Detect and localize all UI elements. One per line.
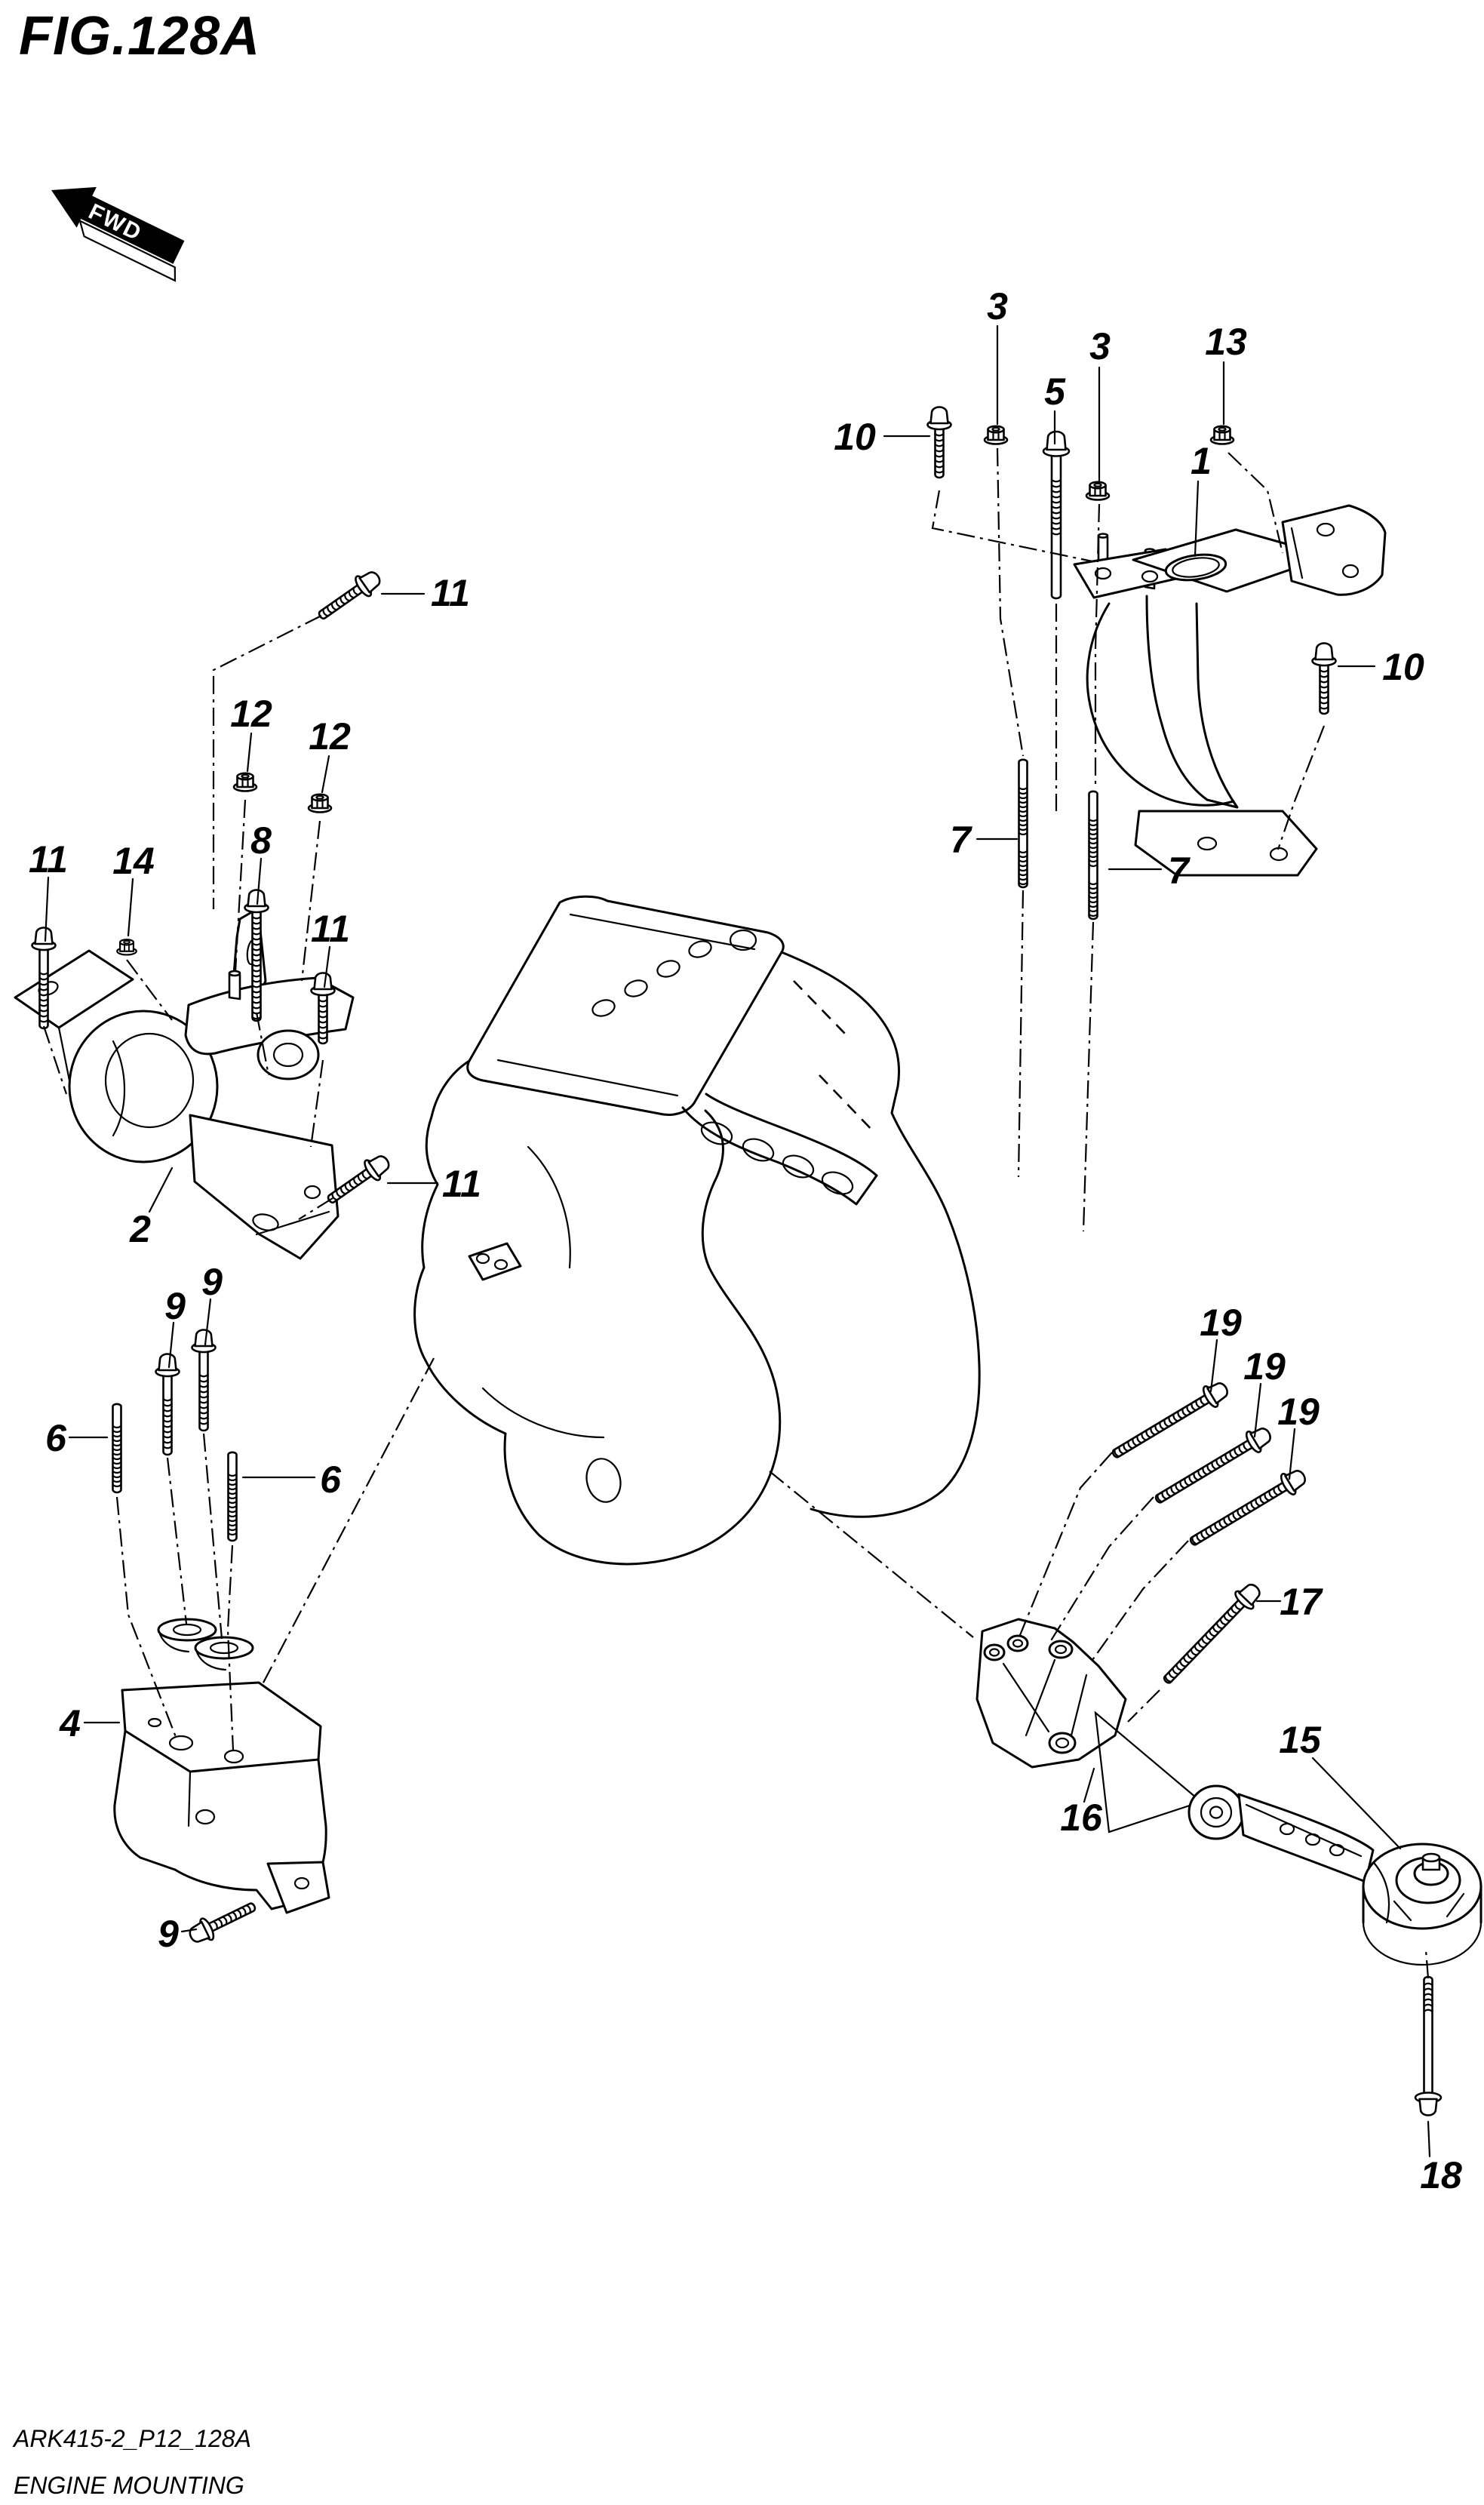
bolt-10-right — [1311, 642, 1337, 715]
mounting-bracket-lower-left — [113, 1618, 330, 1914]
bolt-19-b — [1149, 1422, 1277, 1511]
bolt-9-b — [191, 1329, 217, 1432]
figure-title: FIG.128A — [19, 6, 260, 66]
callout-label-3-b: 3 — [1089, 325, 1111, 367]
callout-label-2: 2 — [129, 1208, 151, 1250]
footer-caption: ENGINE MOUNTING — [14, 2472, 244, 2499]
callout-label-14: 14 — [112, 840, 155, 882]
nut-3-b — [1085, 481, 1111, 501]
nut-12-b — [307, 793, 333, 813]
nut-12-a — [232, 772, 258, 792]
assembly-arrow-icon — [1094, 1710, 1203, 1833]
callout-label-11-right: 11 — [311, 908, 350, 950]
callout-label-19-a: 19 — [1200, 1302, 1242, 1344]
footer-code: ARK415-2_P12_128A — [12, 2425, 251, 2452]
callout-label-1: 1 — [1191, 440, 1212, 482]
callout-label-6-left: 6 — [45, 1417, 67, 1459]
callout-label-11-bottom: 11 — [442, 1163, 481, 1205]
stud-6-left — [112, 1403, 122, 1494]
callout-label-9-bottom: 9 — [158, 1913, 179, 1955]
stud-7-right — [1088, 790, 1098, 921]
callout-label-12-a: 12 — [230, 693, 272, 735]
bolt-9-a — [155, 1353, 180, 1456]
callout-label-10-left: 10 — [834, 416, 876, 458]
nut-14 — [116, 939, 137, 956]
callout-label-19-b: 19 — [1243, 1345, 1286, 1388]
stud-6-right — [227, 1451, 238, 1542]
callout-label-6-right: 6 — [320, 1458, 342, 1501]
callout-label-10-right: 10 — [1382, 646, 1424, 688]
callout-label-8: 8 — [250, 819, 272, 862]
bolt-19-a — [1106, 1376, 1234, 1466]
callout-label-11-topleft: 11 — [431, 572, 470, 614]
bolt-9-bottom — [184, 1894, 261, 1949]
callout-label-17: 17 — [1280, 1581, 1323, 1623]
nut-13 — [1209, 425, 1235, 445]
bolt-11-topleft — [312, 565, 386, 628]
callout-label-5: 5 — [1044, 370, 1066, 413]
callout-label-9-a: 9 — [164, 1285, 186, 1327]
callout-label-3-a: 3 — [987, 285, 1008, 327]
callout-label-7-right: 7 — [1168, 850, 1191, 892]
stud-7-left — [1018, 758, 1028, 889]
nut-3-a — [983, 425, 1009, 445]
callout-label-7-left: 7 — [950, 819, 972, 861]
callout-label-15: 15 — [1279, 1719, 1322, 1761]
engine-outline — [413, 895, 981, 1566]
rear-mount-bracket — [976, 1618, 1127, 1769]
engine-mount-right — [1073, 504, 1387, 877]
engine-mount-left — [14, 907, 355, 1260]
bolt-18 — [1414, 1975, 1443, 2116]
callout-label-13: 13 — [1205, 321, 1247, 363]
callout-label-16: 16 — [1060, 1797, 1103, 1839]
callout-label-9-b: 9 — [201, 1261, 223, 1303]
callout-label-12-b: 12 — [309, 715, 351, 758]
callout-label-4: 4 — [59, 1702, 81, 1744]
bolt-5 — [1042, 430, 1071, 600]
callout-label-19-c: 19 — [1277, 1391, 1320, 1433]
bolt-17 — [1156, 1578, 1267, 1691]
callout-label-18: 18 — [1420, 2154, 1462, 2196]
bolt-19-c — [1184, 1464, 1311, 1554]
fwd-arrow-icon: FWD — [51, 186, 185, 282]
leader-lines — [44, 324, 1431, 2158]
callout-label-11-left: 11 — [29, 838, 68, 881]
bolt-10-left — [926, 406, 952, 479]
torque-rod-mount — [1188, 1784, 1482, 1966]
association-lines — [42, 447, 1430, 1979]
